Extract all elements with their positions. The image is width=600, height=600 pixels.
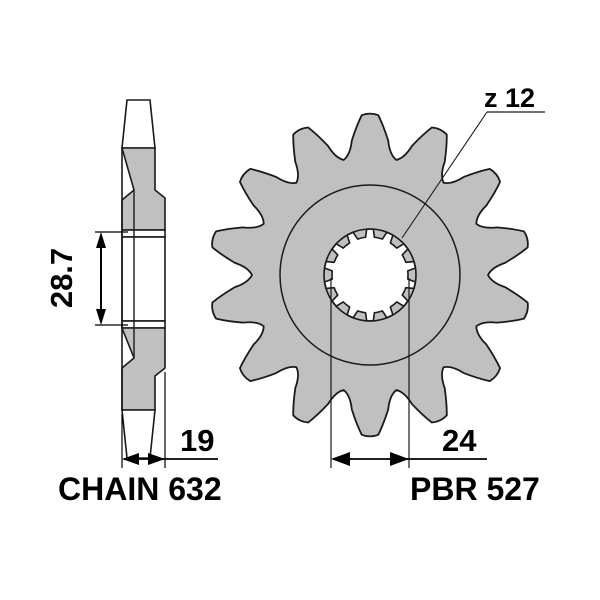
sprocket-front-view (211, 112, 529, 438)
callout-teeth-z12: z 12 (401, 83, 545, 239)
dimension-label-19: 19 (180, 423, 214, 458)
dimension-label-28-7: 28.7 (44, 248, 79, 308)
side-view-tooth-tip-top (121, 99, 156, 149)
part-caption: PBR 527 (410, 471, 540, 507)
arrowhead-24-left (331, 452, 350, 466)
dimension-thickness-28-7: 28.7 (44, 231, 128, 326)
chain-caption: CHAIN 632 (58, 471, 222, 507)
arrowhead-19-right (148, 453, 165, 465)
callout-label-z12: z 12 (484, 83, 535, 113)
side-view-body-bottom (120, 327, 166, 411)
side-view-rim-line-top (121, 229, 166, 238)
side-view-tooth-tip-bottom (121, 409, 156, 459)
hub-boundary-circle (279, 184, 461, 366)
arrowhead-19-left (122, 453, 139, 465)
dimension-label-24: 24 (442, 423, 477, 458)
dimension-width-19: 19 (121, 372, 218, 468)
bore-outer-circle (323, 228, 417, 322)
side-view-body-top (120, 147, 166, 231)
arrowhead-24-right (390, 452, 409, 466)
arrowhead-28-7-top (96, 232, 106, 248)
splined-bore (323, 228, 417, 322)
dimension-bore-24: 24 (330, 278, 487, 468)
arrowhead-28-7-bottom (96, 309, 106, 325)
side-view-rim-line-bottom (121, 320, 166, 329)
side-view-bore-wall (121, 236, 166, 322)
leader-line-z12 (401, 111, 488, 239)
side-section-view (120, 99, 166, 459)
